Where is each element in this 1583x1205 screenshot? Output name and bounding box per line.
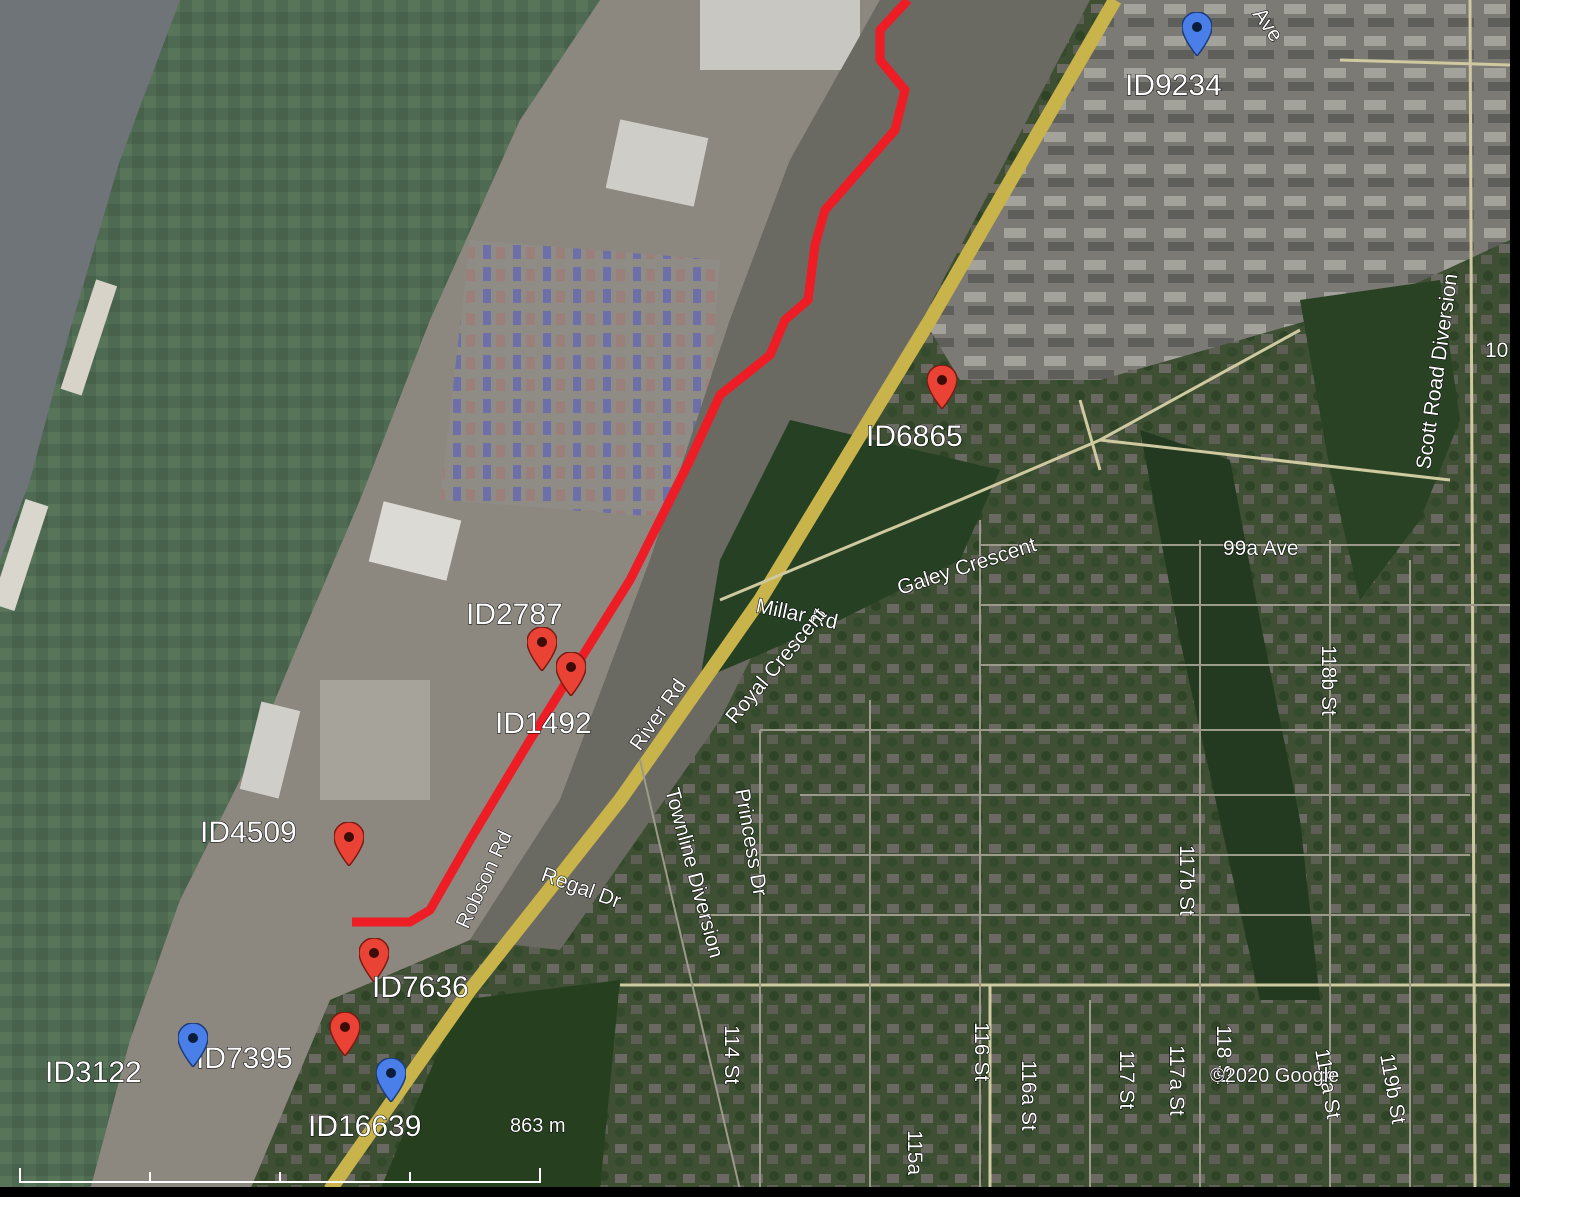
road-label-116a-st: 116a St xyxy=(1017,1060,1040,1131)
marker-id3122[interactable]: ID3122 xyxy=(44,1023,208,1090)
marker-id1492[interactable]: ID1492 xyxy=(494,652,592,741)
highway-17 xyxy=(324,0,1122,1190)
industrial-area xyxy=(930,0,1510,380)
forest xyxy=(700,420,1000,680)
marker-label: ID4509 xyxy=(200,816,297,849)
route-line xyxy=(352,0,912,927)
marker-label: ID9234 xyxy=(1125,69,1222,102)
road-label-114-st: 114 St xyxy=(720,1025,743,1084)
fraser-river xyxy=(0,0,600,1190)
marker-label: ID3122 xyxy=(45,1056,142,1089)
barge xyxy=(60,279,118,396)
road-label-117a-st: 117a St xyxy=(1165,1045,1188,1116)
barge xyxy=(0,498,49,612)
marker-id9234[interactable]: ID9234 xyxy=(1124,12,1222,103)
marker-label: ID2787 xyxy=(466,598,563,631)
map-frame-bottom xyxy=(0,1187,1520,1197)
residential-streets xyxy=(639,520,1510,1190)
far-bank xyxy=(0,0,180,560)
marker-id16639[interactable]: ID16639 xyxy=(307,1058,422,1144)
road-label-117b-st: 117b St xyxy=(1175,845,1198,916)
marker-id6865[interactable]: ID6865 xyxy=(865,365,963,454)
satellite-map[interactable]: 863 m 99a Ave Scott Road Diversion Milla… xyxy=(0,0,1520,1190)
marker-id2787[interactable]: ID2787 xyxy=(465,597,563,671)
road-label-99a-ave: 99a Ave xyxy=(1223,537,1299,560)
road-label-116-st: 116 St xyxy=(970,1022,993,1081)
map-canvas: 863 m 99a Ave Scott Road Diversion Milla… xyxy=(0,0,1520,1190)
road-label-118b-st: 118b St xyxy=(1317,645,1340,716)
warehouse xyxy=(368,501,462,581)
road-label-117-st: 117 St xyxy=(1115,1050,1138,1109)
scale-bar xyxy=(19,1168,541,1183)
road-network xyxy=(620,0,1511,1190)
forest xyxy=(380,980,620,1190)
warehouse xyxy=(605,119,709,207)
map-frame-right xyxy=(1510,0,1520,1195)
road-label-118-st: 118 St xyxy=(1212,1025,1235,1084)
warehouse xyxy=(700,0,860,70)
map-copyright: ©2020 Google xyxy=(1210,1065,1339,1087)
scale-label: 863 m xyxy=(510,1115,566,1137)
road-label-115a: 115a xyxy=(903,1130,926,1175)
marker-label: ID7395 xyxy=(196,1042,293,1075)
marker-id7395[interactable]: ID7395 xyxy=(195,1012,360,1076)
forest-ravine xyxy=(1140,430,1320,1000)
marker-label: ID7636 xyxy=(372,971,469,1004)
marker-label: ID1492 xyxy=(495,707,592,740)
marker-label: ID16639 xyxy=(308,1110,421,1143)
road-label-10: 10 xyxy=(1485,339,1508,362)
container-yard xyxy=(440,240,720,520)
forest-ravine xyxy=(1300,280,1460,600)
tank-area xyxy=(320,680,430,800)
warehouse xyxy=(239,701,301,799)
marker-id7636[interactable]: ID7636 xyxy=(359,938,469,1005)
marker-id4509[interactable]: ID4509 xyxy=(199,815,364,866)
marker-label: ID6865 xyxy=(866,420,963,453)
